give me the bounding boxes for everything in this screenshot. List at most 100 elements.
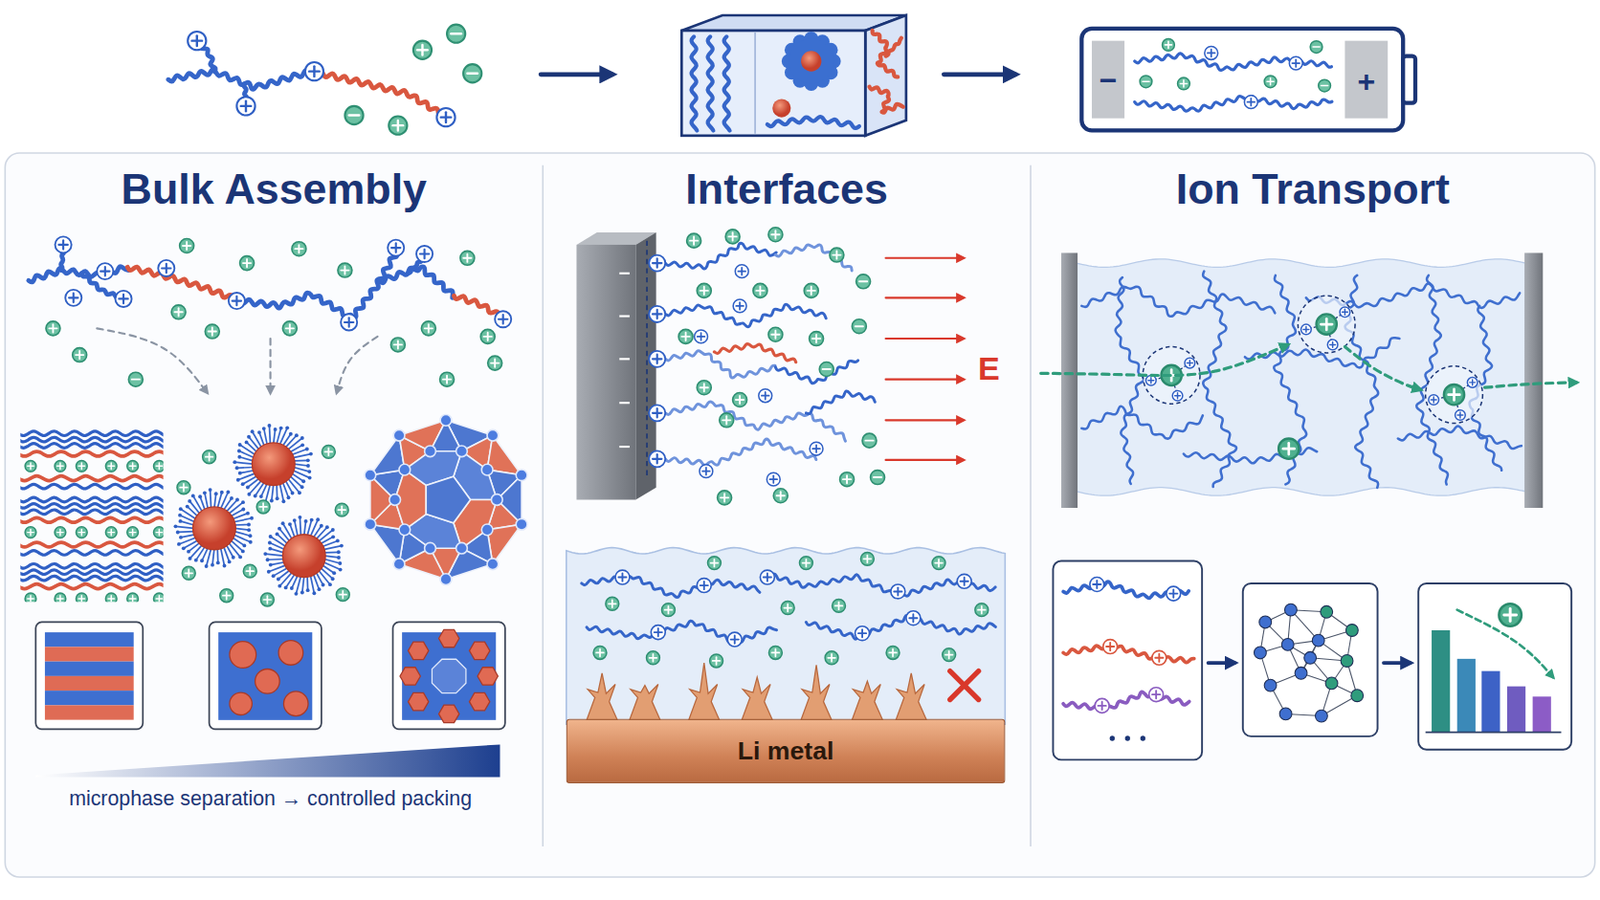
ion: [824, 651, 839, 666]
micelle-corona: [223, 546, 230, 562]
corona-end: [216, 560, 221, 565]
ion-circle: [305, 62, 324, 81]
ion-circle: [768, 227, 783, 243]
ion-sign: [262, 503, 265, 512]
ion-circle: [75, 593, 88, 602]
arrow: [886, 378, 964, 381]
li-metal-slab: Li metal: [566, 719, 1006, 784]
corona-end: [237, 449, 242, 454]
ion-circle: [809, 332, 824, 347]
corona-end: [277, 584, 282, 589]
ion-sign: [52, 324, 55, 333]
micelle-corona: [233, 518, 252, 523]
ion-sign: [59, 463, 61, 469]
ion-circle: [593, 646, 607, 661]
ion-sign: [859, 280, 867, 283]
ion: [54, 460, 67, 472]
polymer-chain: [20, 476, 163, 482]
ion: [1172, 390, 1183, 401]
ion-circle: [753, 283, 768, 298]
lamella-stripe: [44, 632, 134, 647]
ion: [390, 337, 405, 353]
ion-sign: [343, 266, 346, 274]
ion: [906, 611, 921, 626]
ion-circle: [646, 651, 661, 666]
arrow: [336, 336, 378, 394]
ion-sign: [196, 35, 199, 46]
ion-circle: [128, 372, 143, 387]
ion: [758, 389, 773, 403]
bar: [1481, 671, 1500, 734]
vertex-dot: [487, 558, 499, 571]
ion: [678, 329, 693, 344]
corona-end: [204, 564, 209, 569]
ion-circle: [890, 584, 906, 600]
corona-end: [328, 582, 333, 587]
micelle-corona: [179, 521, 194, 526]
micelle-corona: [302, 576, 305, 593]
ion: [851, 319, 867, 334]
ion-sign: [466, 254, 468, 263]
ion-circle: [766, 472, 780, 487]
ion: [105, 593, 117, 602]
vertex-dot: [440, 574, 452, 586]
dendrite: [629, 685, 661, 721]
ion: [1301, 324, 1312, 335]
polymer-chain: [767, 116, 860, 129]
corona-end: [310, 518, 314, 523]
corona-end: [294, 592, 299, 597]
ion-circle: [707, 556, 721, 571]
ion: [228, 292, 245, 310]
corona-end: [231, 555, 236, 560]
polymer-chain: [20, 437, 163, 443]
ion: [463, 64, 482, 83]
ion-sign: [599, 649, 601, 658]
ion-sign: [774, 230, 777, 239]
corona-end: [266, 570, 271, 575]
dendrite: [741, 677, 773, 721]
ion-sign: [104, 266, 107, 276]
ion: [204, 324, 220, 339]
ion-sign: [158, 596, 160, 602]
ion: [1310, 41, 1323, 54]
ion-circle: [819, 362, 834, 378]
corona-end: [235, 498, 240, 503]
corona-end: [271, 574, 276, 578]
ion: [694, 330, 709, 344]
ion-sign: [656, 454, 659, 464]
ion: [593, 646, 607, 661]
ion: [699, 465, 713, 479]
ion-sign: [656, 258, 659, 267]
micelle-corona: [315, 527, 328, 540]
corona-end: [292, 518, 297, 523]
ion-sign: [715, 657, 718, 666]
ion-sign: [1101, 702, 1104, 711]
vertex-dot: [481, 464, 493, 476]
polymer-chain: [1081, 406, 1203, 440]
corona-end: [307, 469, 312, 474]
ion-circle: [388, 116, 407, 135]
ion-sign: [466, 72, 478, 75]
arrow: [943, 71, 1016, 77]
ion-circle: [96, 263, 113, 280]
lamella-stripe: [44, 705, 134, 720]
corona-end: [305, 447, 310, 452]
ion-sign: [1109, 643, 1112, 651]
ion-sign: [703, 383, 706, 392]
ion-circle: [1149, 688, 1164, 703]
packing-cell: [400, 667, 421, 686]
ion-sign: [656, 355, 659, 364]
ellipsis-dot: [1140, 735, 1146, 741]
corona-end: [311, 591, 316, 596]
panel-border: [4, 153, 1595, 878]
corona-end: [273, 427, 278, 432]
ion: [1149, 688, 1164, 703]
polymer-chain: [586, 621, 777, 643]
corona-end: [245, 486, 250, 490]
ion: [1162, 39, 1176, 52]
axis-caption: microphase separation → controlled packi…: [68, 787, 472, 812]
corona-end: [238, 471, 243, 476]
ion: [766, 472, 780, 487]
polymer-chain: [20, 551, 163, 556]
arrow: [886, 419, 964, 422]
